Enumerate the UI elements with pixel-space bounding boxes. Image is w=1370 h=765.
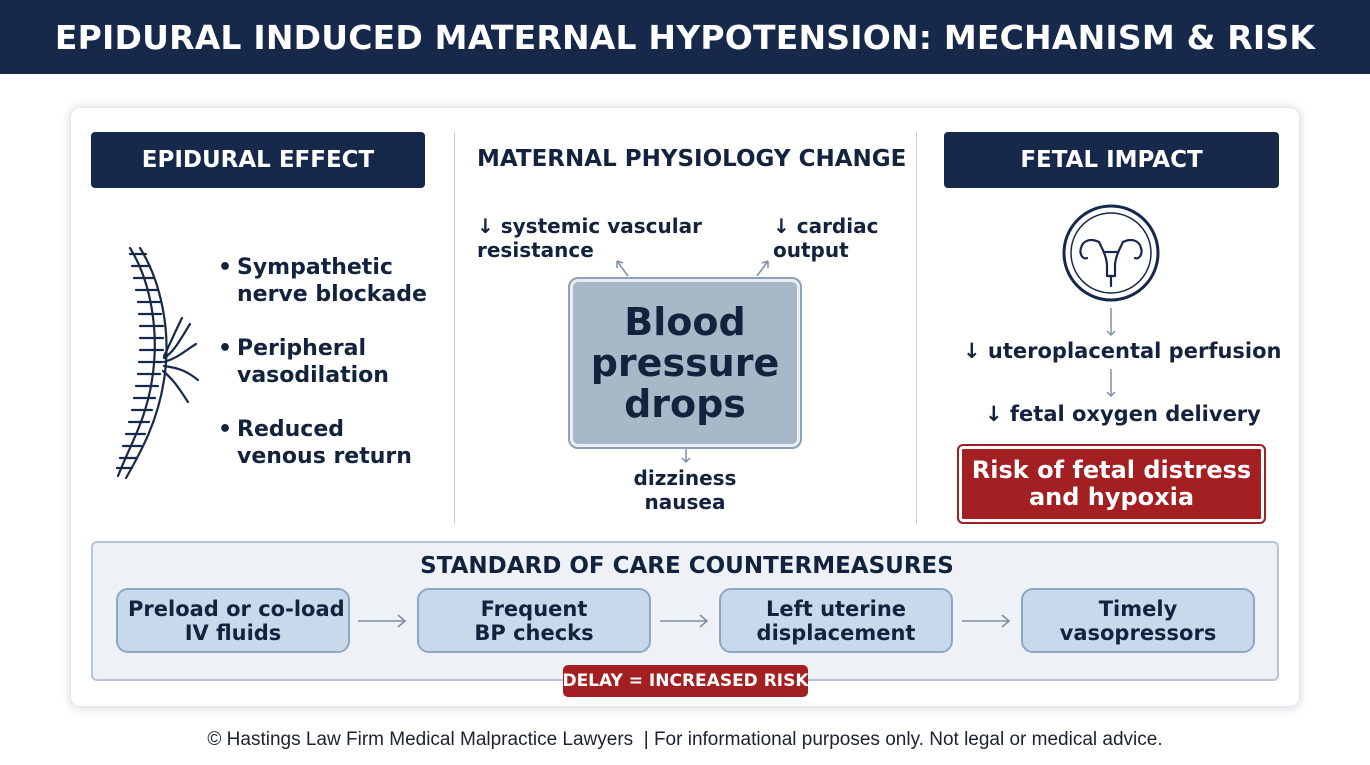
step-label: Preload or co-load IV fluids [128,596,345,645]
epidural-effect-heading: EPIDURAL EFFECT [91,132,425,188]
care-heading: STANDARD OF CARE COUNTERMEASURES [420,553,954,579]
cardiac-output-label: ↓ cardiac output [773,214,879,262]
epidural-effects-list: Sympathetic nerve blockade Peripheral va… [218,254,438,497]
blood-pressure-label: Blood pressure drops [590,299,780,426]
column-divider-left [454,132,455,524]
fetal-impact-heading: FETAL IMPACT [944,132,1279,188]
risk-box: Risk of fetal distress and hypoxia [957,444,1266,524]
list-item: Peripheral vasodilation [218,335,438,389]
footer-disclaimer: © Hastings Law Firm Medical Malpractice … [207,729,1163,750]
oxygen-delivery-label: ↓ fetal oxygen delivery [985,402,1261,426]
maternal-physiology-heading: MATERNAL PHYSIOLOGY CHANGE [477,146,907,172]
spine-icon [115,246,200,480]
page-title: EPIDURAL INDUCED MATERNAL HYPOTENSION: M… [54,17,1316,57]
arrow-right-icon [660,614,709,628]
list-item: Sympathetic nerve blockade [218,254,438,308]
arrow-right-icon [962,614,1011,628]
arrow-up-right-icon [756,260,769,277]
arrow-right-icon [358,614,407,628]
arrow-down-icon [681,449,691,464]
delay-badge: DELAY = INCREASED RISK [562,665,809,697]
svr-label: ↓ systemic vascular resistance [477,214,702,262]
list-item: Reduced venous return [218,416,438,470]
step-uterine-displacement: Left uterine displacement [719,588,953,653]
step-label: Timely vasopressors [1059,596,1217,645]
step-label: Frequent BP checks [474,596,594,645]
arrow-down-icon [1106,308,1116,337]
symptoms-label: dizziness nausea [633,466,737,514]
column-divider-right [916,132,917,524]
blood-pressure-box: Blood pressure drops [568,277,802,449]
step-iv-fluids: Preload or co-load IV fluids [116,588,350,653]
step-label: Left uterine displacement [756,596,916,645]
arrow-down-icon [1106,369,1116,398]
step-vasopressors: Timely vasopressors [1021,588,1255,653]
step-bp-checks: Frequent BP checks [417,588,651,653]
risk-label: Risk of fetal distress and hypoxia [971,456,1252,511]
arrow-up-left-icon [616,260,629,277]
title-banner: EPIDURAL INDUCED MATERNAL HYPOTENSION: M… [0,0,1370,74]
perfusion-label: ↓ uteroplacental perfusion [963,339,1282,363]
uterus-icon [1062,204,1160,302]
